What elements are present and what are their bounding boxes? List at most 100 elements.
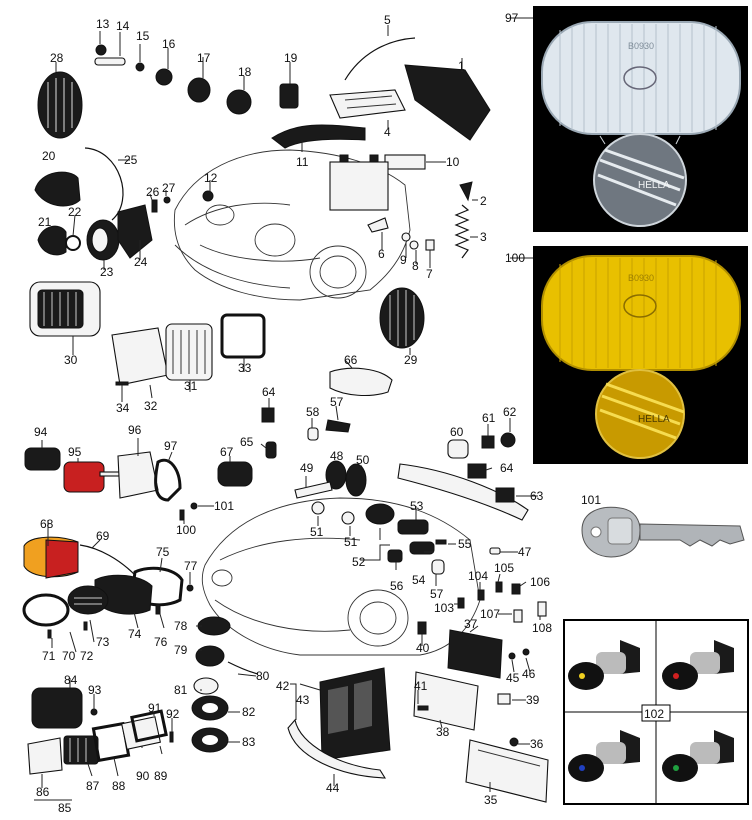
lens-code-text: B0930 — [628, 273, 654, 283]
part-label: 97 — [505, 11, 519, 25]
part-label: 67 — [220, 445, 234, 459]
part-label: 57 — [330, 395, 344, 409]
part-label: 21 — [38, 215, 52, 229]
part-87-lens — [27, 737, 63, 775]
part-21-lamp-body — [37, 225, 67, 256]
part-label: 55 — [458, 537, 472, 551]
part-103-screw — [457, 597, 465, 609]
part-72-screw — [47, 629, 52, 639]
part-56-socket — [387, 549, 403, 563]
knob-green — [662, 730, 734, 782]
part-34-screw — [115, 381, 129, 386]
part-46-washer — [522, 648, 530, 656]
part-39-clip — [497, 693, 511, 705]
panel-31-clear-lens: B0930 HELLA — [533, 6, 748, 232]
part-32-housing — [111, 327, 169, 386]
part-label: 80 — [256, 669, 270, 683]
part-label: 10 — [446, 155, 460, 169]
part-104-screw — [477, 589, 485, 601]
part-62-knob — [500, 432, 516, 448]
part-55-screw — [435, 539, 447, 545]
part-label: 7 — [426, 267, 433, 281]
part-96-reflector — [63, 461, 127, 493]
part-5-strap — [344, 37, 416, 81]
part-53-switch — [397, 519, 429, 535]
part-66-bulb — [265, 441, 277, 459]
part-13-nut — [95, 44, 107, 56]
part-label: 33 — [238, 361, 252, 375]
part-label: 54 — [412, 573, 426, 587]
part-label: 102 — [644, 707, 664, 721]
part-label: 74 — [128, 627, 142, 641]
part-8-washer — [409, 240, 419, 250]
part-dashboard — [397, 463, 529, 521]
part-95-lamp — [24, 447, 61, 471]
part-label: 2 — [480, 194, 487, 208]
part-label: 41 — [414, 679, 428, 693]
hella-logo-icon — [623, 66, 657, 90]
part-100-gasket — [154, 458, 182, 502]
part-label: 93 — [88, 683, 102, 697]
part-65-switch — [261, 407, 275, 423]
part-label: 19 — [284, 51, 298, 65]
part-label: 1 — [458, 59, 465, 73]
part-label: 13 — [96, 17, 110, 31]
part-30-fog-lamp — [29, 281, 101, 337]
part-label: 97 — [164, 439, 178, 453]
part-label: 94 — [34, 425, 48, 439]
panel-31-amber-lens: B0930 HELLA — [533, 246, 748, 464]
part-label: 73 — [96, 635, 110, 649]
part-label: 29 — [404, 353, 418, 367]
part-label: 31 — [184, 379, 198, 393]
part-59-bulb — [307, 427, 319, 441]
ignition-key-icon — [581, 506, 745, 558]
part-label: 50 — [356, 453, 370, 467]
part-58-bulb — [325, 419, 351, 433]
part-label: 20 — [42, 149, 56, 163]
part-label: 5 — [384, 13, 391, 27]
part-74-lens — [67, 585, 109, 615]
part-number-labels: 13 14 15 16 17 18 19 5 1 4 11 10 2 3 6 9… — [34, 11, 664, 815]
part-44-bumper — [287, 718, 387, 779]
part-label: 71 — [42, 649, 56, 663]
part-82-ring — [193, 677, 219, 695]
knob-yellow — [568, 640, 640, 690]
part-label: 101 — [581, 493, 601, 507]
part-label: 68 — [40, 517, 54, 531]
part-label: 12 — [204, 171, 218, 185]
part-label: 8 — [412, 259, 419, 273]
part-69-tail-lamp — [23, 536, 79, 579]
part-40-bolt — [417, 621, 427, 635]
part-label: 101 — [214, 499, 234, 513]
part-57-bulb — [431, 559, 445, 575]
part-label: 96 — [128, 423, 142, 437]
leader-lines — [34, 17, 541, 801]
part-label: 95 — [68, 445, 82, 459]
part-71-ring — [22, 593, 70, 627]
part-label: 108 — [532, 621, 552, 635]
rear-car-outline — [201, 497, 481, 656]
part-label: 76 — [154, 635, 168, 649]
part-18-bulb-socket — [226, 89, 252, 115]
part-17-cap — [187, 77, 211, 103]
part-10-terminal-block — [384, 154, 426, 170]
part-label: 70 — [62, 649, 76, 663]
part-47-bulb — [489, 547, 501, 555]
part-45-washer — [508, 652, 516, 660]
lens-brand-text: HELLA — [638, 180, 670, 191]
part-label: 26 — [146, 185, 160, 199]
part-label: 53 — [410, 499, 424, 513]
part-83-gasket — [191, 695, 229, 721]
part-28-headlamp-housing — [37, 71, 83, 139]
part-label: 42 — [276, 679, 290, 693]
part-84-gasket — [191, 727, 229, 753]
part-label: 78 — [174, 619, 188, 633]
part-9-washer — [401, 232, 411, 242]
part-label: 51 — [344, 535, 358, 549]
part-7-bolt — [425, 239, 435, 251]
part-15-grommet — [135, 62, 145, 72]
part-label: 9 — [400, 253, 407, 267]
part-14-screw — [94, 57, 126, 66]
part-91-plate — [121, 716, 161, 750]
